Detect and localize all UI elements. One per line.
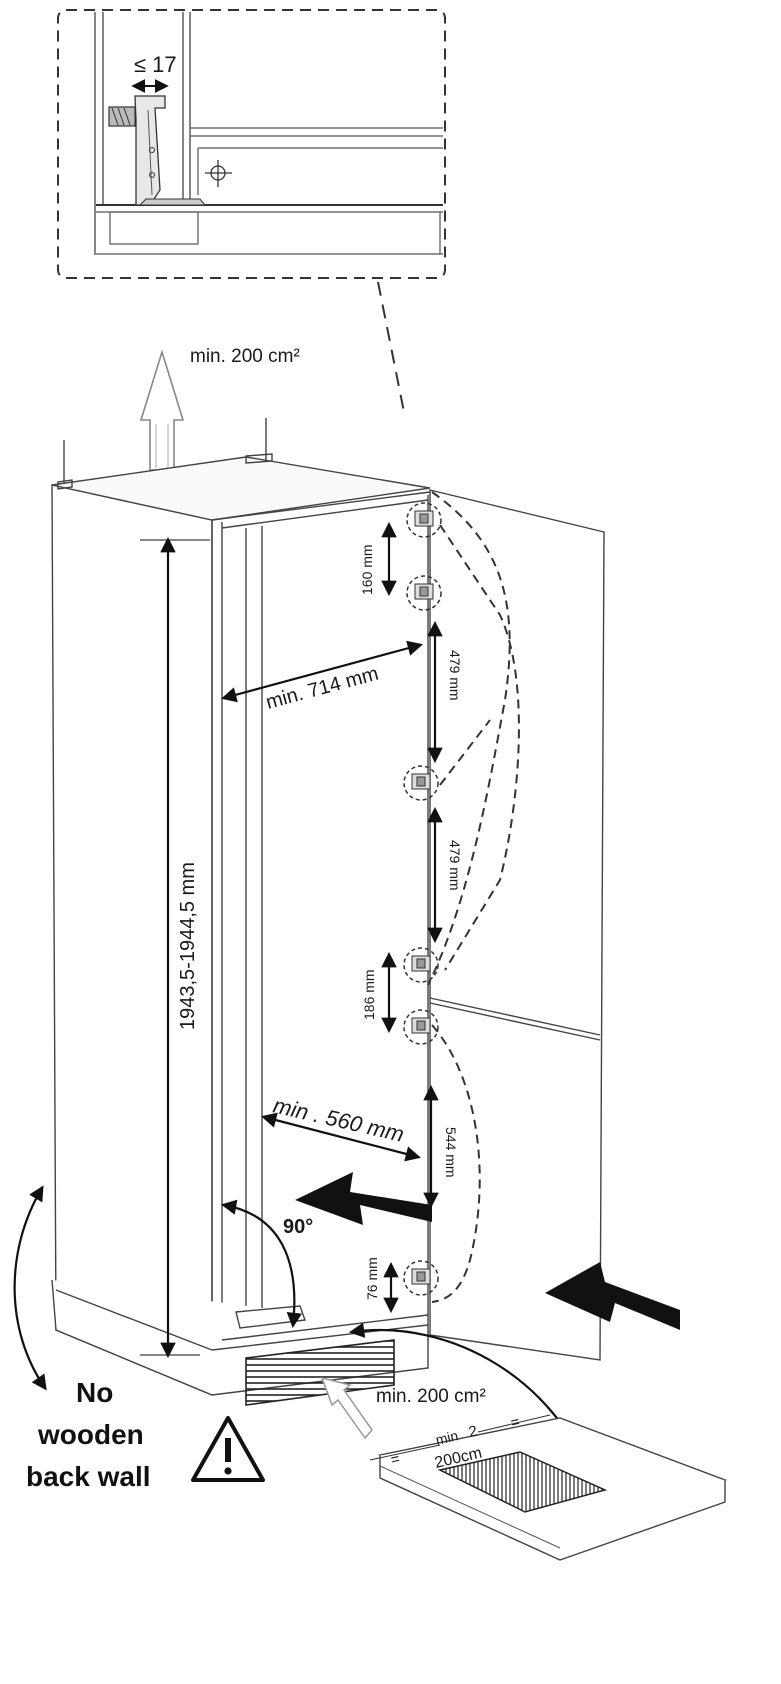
depth-bottom-arrow [261,1112,421,1162]
hinge-gap-1-label: 160 mm [359,544,375,595]
hinge-gap-4-label: 186 mm [361,969,377,1020]
warning-line1: No [76,1377,113,1408]
depth-top-arrow [221,640,423,703]
inset-frame [57,9,446,279]
push-arrow-door-icon [545,1262,680,1330]
hinge-6 [403,1260,439,1296]
hinge-1 [406,502,442,538]
angle-label: 90° [283,1216,313,1238]
height-label: 1943,5-1944,5 mm [177,862,199,1030]
screw-crosshair-icon [205,160,232,187]
plinth-label-num: 2 [467,1422,479,1440]
warning-line3: back wall [26,1461,151,1492]
top-vent-label: min. 200 cm² [190,346,300,367]
vent-diagonal-arrow-icon [320,1376,373,1440]
hinge-4 [403,947,439,983]
plinth-board: = = min 2 200cm [369,1413,728,1561]
depth-bottom-label: min . 560 mm [271,1093,406,1147]
angle-arrow [220,1199,302,1329]
no-back-wall-curve-arrow [13,1185,47,1391]
vent-up-arrow-icon [139,349,185,471]
top-vent: min. 200 cm² [139,346,300,471]
inset-leader-line [377,281,405,413]
hinge-gap-2-label: 479 mm [447,650,463,701]
gap-label: ≤ 17 [134,52,177,77]
warning-line2: wooden [37,1419,144,1450]
push-arrow-left-icon [295,1172,432,1225]
hinge-2 [406,575,442,611]
warning-triangle-icon [191,1416,265,1482]
hinges [403,502,442,1296]
push-arrows [295,1172,680,1330]
plinth-equal-left: = [389,1450,402,1469]
hinge-5 [403,1009,439,1045]
hinge-3 [403,765,439,801]
detail-inset: ≤ 17 [57,9,446,413]
plinth-label-line1: min [434,1427,460,1448]
bottom-vent-label: min. 200 cm² [376,1386,486,1407]
no-back-wall-warning: No wooden back wall [26,1377,265,1492]
plinth-equal-right: = [509,1413,522,1432]
furniture-door [429,489,605,1361]
bottom-vent: min. 200 cm² [320,1376,486,1440]
hinge-bracket-detail [108,95,207,206]
hinge-gap-5-label: 544 mm [443,1127,459,1178]
hinge-gap-3-label: 479 mm [447,840,463,891]
door-dashed-outline [427,491,520,1303]
dimension-labels: 1943,5-1944,5 mm min. 714 mm min . 560 m… [177,544,463,1300]
hinge-gap-6-label: 76 mm [364,1257,380,1300]
